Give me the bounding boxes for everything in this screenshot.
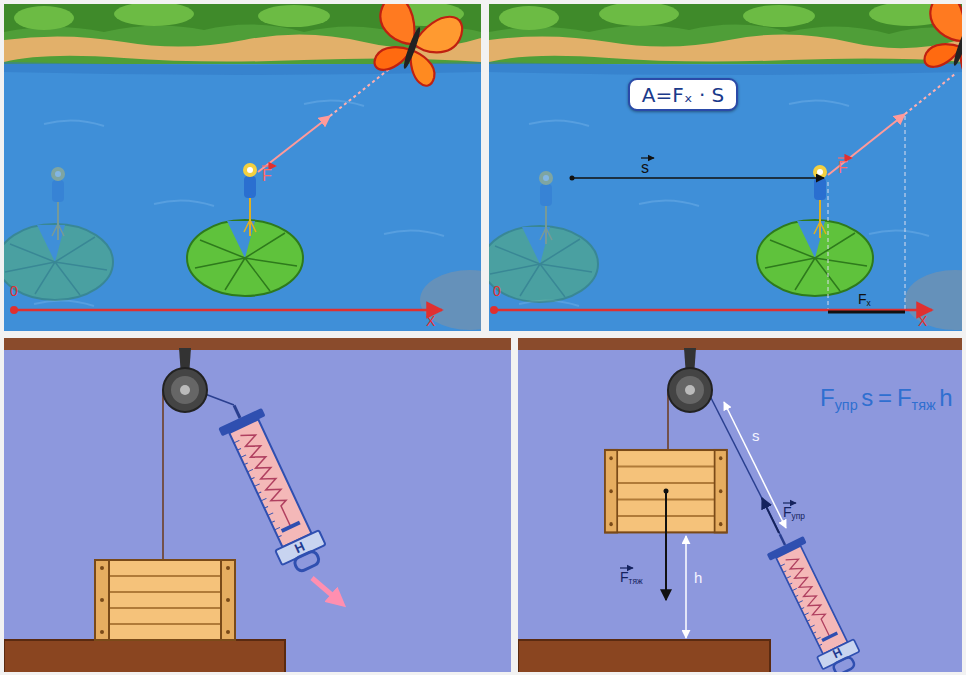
crate	[95, 560, 235, 640]
rope	[162, 390, 164, 560]
butterfly	[362, 4, 466, 92]
force-arrow	[258, 116, 330, 172]
distance-symbol: s	[861, 386, 873, 410]
subscript: упр	[835, 398, 858, 412]
force-label: F	[262, 168, 272, 184]
elastic-force-label: Fупр	[783, 505, 805, 521]
formula-box: A=Fₓ · S	[628, 78, 738, 111]
displacement-label: s	[641, 160, 649, 176]
start-dot	[570, 176, 575, 181]
projection-line	[905, 116, 906, 310]
rope	[205, 394, 234, 405]
work-formula: Fупрs=Fтяжh	[820, 386, 953, 412]
subscript: x	[867, 299, 871, 307]
axis-origin-dot	[490, 306, 498, 314]
vector-sign	[262, 165, 276, 166]
thread	[905, 74, 955, 114]
pull-arrow	[312, 578, 340, 602]
x-axis	[494, 309, 932, 312]
table	[4, 640, 285, 672]
force-arrow	[828, 114, 905, 175]
axis-origin: 0	[10, 284, 18, 298]
ceiling	[4, 338, 511, 350]
wall	[4, 338, 511, 672]
height-label: h	[694, 570, 702, 585]
equals-sign: =	[878, 386, 892, 410]
rock	[420, 270, 481, 330]
table	[518, 640, 770, 672]
x-axis	[14, 309, 442, 312]
butterfly	[362, 4, 466, 92]
force-symbol: F	[620, 570, 629, 584]
butterfly	[912, 4, 962, 89]
pulley	[163, 348, 207, 412]
elastic-force-arrow	[762, 498, 779, 533]
vector-sign	[620, 567, 633, 568]
lily-pad	[489, 226, 598, 302]
panel-pulley-2	[518, 338, 962, 672]
panel-pulley-1	[4, 338, 511, 672]
dynamometer	[761, 525, 864, 672]
dynamometer	[212, 395, 331, 578]
gravity-force-label: Fтяж	[620, 570, 643, 586]
force-symbol: F	[820, 386, 835, 410]
rock	[905, 270, 962, 330]
axis-label: X	[918, 314, 927, 328]
axis-origin-dot	[10, 306, 18, 314]
panel-pond-2	[489, 4, 962, 331]
vector-sign	[783, 502, 796, 503]
butterfly	[912, 4, 962, 89]
center-dot	[664, 489, 669, 494]
ceiling	[518, 338, 962, 350]
vector-sign	[838, 157, 852, 158]
force-symbol: F	[897, 386, 912, 410]
pulley	[668, 348, 712, 412]
figure	[813, 165, 827, 238]
wall	[518, 338, 962, 672]
force-label: F	[838, 160, 848, 176]
force-symbol: F	[783, 505, 792, 519]
axis-origin: 0	[493, 284, 501, 298]
dynamometer	[212, 395, 331, 578]
gravity-arrow	[665, 491, 667, 600]
projection-label: Fx	[858, 292, 871, 308]
subscript: тяж	[629, 577, 643, 585]
formula-text: A=Fₓ · S	[642, 83, 725, 107]
axis-label: X	[426, 314, 435, 328]
figure	[51, 167, 65, 240]
figure	[243, 163, 257, 236]
displacement-arrow	[724, 402, 786, 528]
subscript: тяж	[912, 398, 936, 412]
projection-segment	[828, 311, 905, 314]
vector-sign	[641, 157, 654, 158]
displacement-label: s	[752, 428, 760, 443]
subscript: упр	[792, 512, 805, 520]
dynamometer	[761, 525, 864, 672]
rope	[667, 390, 669, 450]
height-arrow	[685, 536, 687, 638]
figure	[539, 171, 553, 244]
force-symbol: F	[858, 292, 867, 306]
ghost-position	[489, 171, 598, 302]
projection-line	[828, 182, 829, 310]
ghost-position	[4, 167, 113, 300]
panel-pond-1	[4, 4, 481, 331]
displacement-arrow	[572, 177, 824, 179]
height-symbol: h	[939, 386, 952, 410]
